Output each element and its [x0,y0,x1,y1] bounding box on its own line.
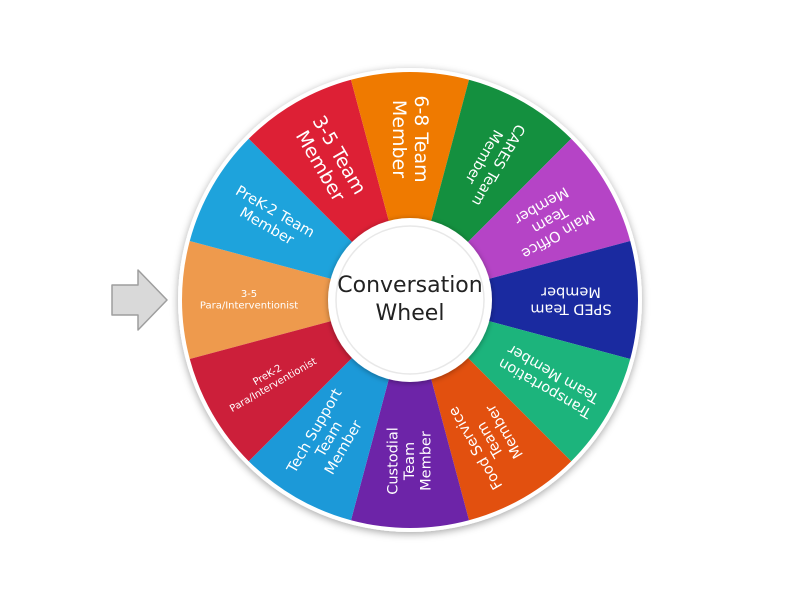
wheel-segment [350,300,470,528]
segment-label-line: 3-5 [241,289,257,300]
segment-label-line: Member [541,284,601,300]
segment-label-line: Member [419,431,435,491]
center-title-line-1: Conversation [337,273,482,298]
segment-label-line: Member [388,100,410,178]
segment-label-line: Para/Interventionist [200,300,298,311]
wheel-segment [410,240,638,360]
wheel-segment [182,240,410,360]
wheel-segment [350,72,470,300]
segment-label-line: Team [402,442,418,481]
wheel-hub[interactable] [328,218,492,382]
center-title-line-2: Wheel [376,301,445,326]
wheel-hub-ring [335,225,485,375]
segment-label-line: SPED Team [530,300,611,316]
arrow-right-icon[interactable] [111,269,168,331]
segment-label-line: Custodial [385,427,401,495]
segment-label-line: 6-8 Team [410,95,432,182]
